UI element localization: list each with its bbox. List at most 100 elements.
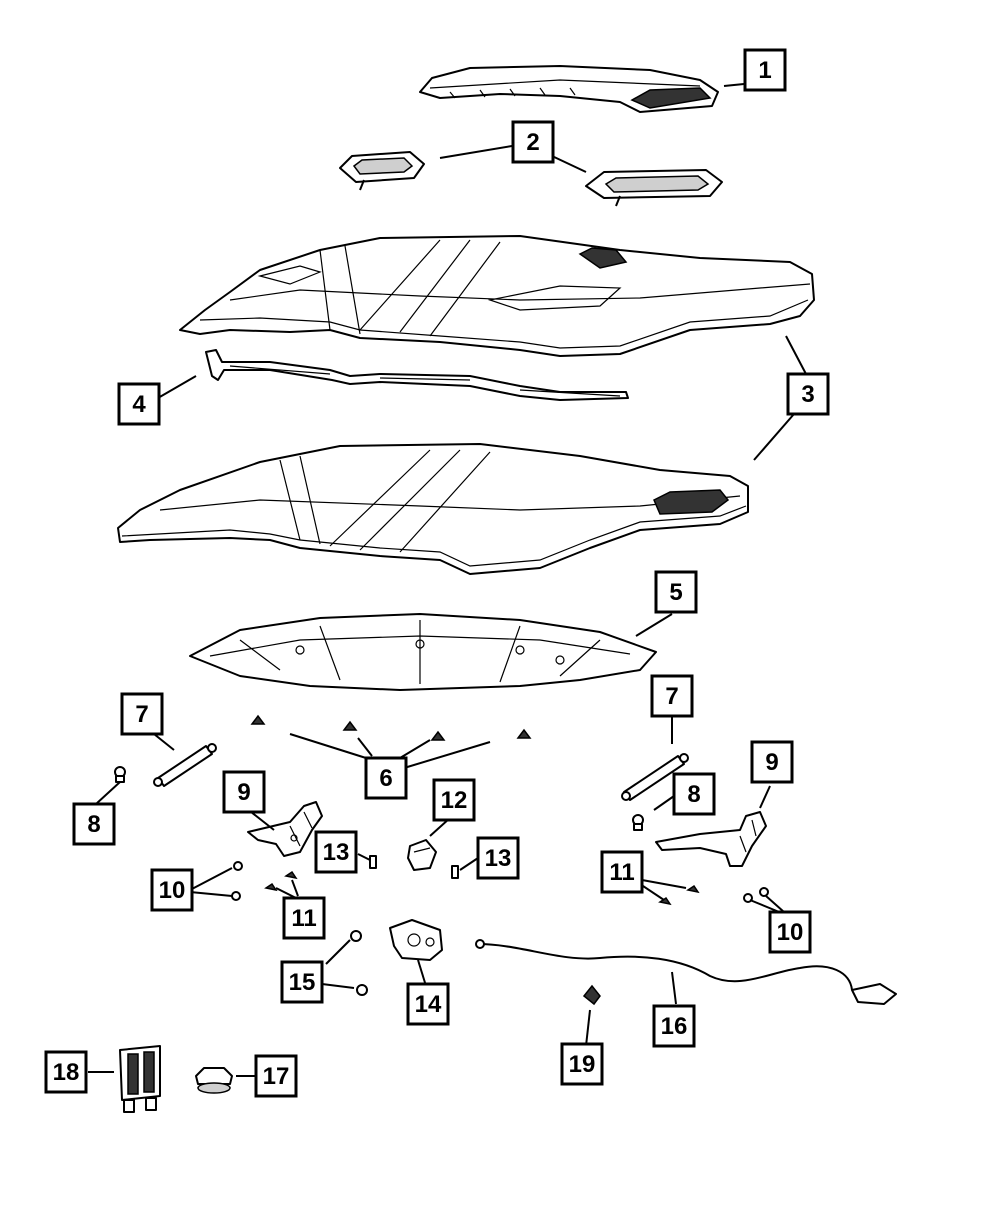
callout-9-right-text: 9 xyxy=(765,749,778,776)
part-14-hood-latch xyxy=(389,919,443,961)
callout-16-text: 16 xyxy=(661,1013,688,1040)
callout-18: 18 xyxy=(44,1050,88,1094)
callout-19-text: 19 xyxy=(569,1051,596,1078)
callout-13-right: 13 xyxy=(476,836,520,880)
leader-15a xyxy=(325,939,351,965)
part-8-ball-stud-left xyxy=(114,766,126,783)
part-2-vent-inserts xyxy=(339,151,723,207)
leader-13b xyxy=(459,857,479,871)
callout-3-text: 3 xyxy=(801,381,814,408)
callout-9-right: 9 xyxy=(750,740,794,784)
callout-2: 2 xyxy=(511,120,555,164)
leader-15b xyxy=(321,983,355,989)
leader-16 xyxy=(671,971,677,1005)
part-3-hood-lower xyxy=(117,443,749,575)
leader-1 xyxy=(723,83,745,87)
leader-14 xyxy=(417,959,427,987)
leader-6a xyxy=(289,733,367,759)
part-8-ball-stud-right xyxy=(632,814,644,831)
callout-15-text: 15 xyxy=(289,969,316,996)
callout-13-left-text: 13 xyxy=(323,839,350,866)
leader-8b xyxy=(653,795,675,811)
callout-14-text: 14 xyxy=(415,991,442,1018)
leader-19 xyxy=(585,1009,591,1047)
leader-lines xyxy=(88,83,807,1077)
callout-12: 12 xyxy=(432,778,476,822)
leader-10a xyxy=(189,867,233,891)
leader-11b xyxy=(291,879,299,897)
callout-17: 17 xyxy=(254,1054,298,1098)
callout-11-left-text: 11 xyxy=(291,905,316,932)
callout-11-right: 11 xyxy=(600,850,644,894)
leader-9b xyxy=(759,785,771,809)
callout-5: 5 xyxy=(654,570,698,614)
leader-11c xyxy=(639,883,665,901)
callout-7-left-text: 7 xyxy=(135,701,148,728)
part-13-screw-right xyxy=(451,865,459,879)
callout-10-left: 10 xyxy=(150,868,194,912)
part-9-hinge-right xyxy=(655,811,767,867)
part-9-hinge-left xyxy=(247,801,323,857)
leader-8a xyxy=(95,781,121,805)
leader-6b xyxy=(357,737,373,757)
leader-2b xyxy=(551,155,587,173)
callout-15: 15 xyxy=(280,960,324,1004)
leader-5 xyxy=(635,613,673,637)
part-11-bolts-right xyxy=(658,884,700,906)
part-1-hood-scoop xyxy=(419,65,719,113)
callout-7-right: 7 xyxy=(650,674,694,718)
part-13-screw-left xyxy=(369,855,377,869)
part-6-insulator-retainers xyxy=(250,714,532,741)
part-5-hood-insulator xyxy=(189,613,657,691)
callout-7-left: 7 xyxy=(120,692,164,736)
callout-6: 6 xyxy=(364,756,408,800)
part-7-lift-strut-left xyxy=(153,743,217,787)
callout-7-right-text: 7 xyxy=(665,683,678,710)
leader-4 xyxy=(157,375,197,399)
leader-13a xyxy=(357,853,371,861)
callout-10-left-text: 10 xyxy=(159,877,186,904)
callout-11-right-text: 11 xyxy=(609,859,634,886)
callout-9-left: 9 xyxy=(222,770,266,814)
part-16-release-cable xyxy=(475,939,897,1005)
part-15-bumpers xyxy=(350,930,368,996)
callout-6-text: 6 xyxy=(379,765,392,792)
part-11-bolts-left xyxy=(264,870,298,892)
part-3-hood-upper xyxy=(179,235,815,357)
leader-7a xyxy=(153,733,175,751)
part-7-lift-strut-right xyxy=(621,753,689,801)
callout-4-text: 4 xyxy=(132,391,146,418)
part-12-striker xyxy=(407,839,437,871)
callout-4: 4 xyxy=(117,382,161,426)
callout-12-text: 12 xyxy=(441,787,468,814)
callout-8-right: 8 xyxy=(672,772,716,816)
callout-19: 19 xyxy=(560,1042,604,1086)
leader-6d xyxy=(403,741,491,769)
callout-14: 14 xyxy=(406,982,450,1026)
leader-10c xyxy=(765,895,785,913)
callout-10-right-text: 10 xyxy=(777,919,804,946)
leader-3b xyxy=(753,413,795,461)
leader-6c xyxy=(399,739,431,759)
leader-11a xyxy=(275,887,297,899)
leader-10b xyxy=(189,891,233,897)
part-10-nuts-right xyxy=(743,887,769,903)
callout-18-text: 18 xyxy=(53,1059,80,1086)
callout-8-right-text: 8 xyxy=(687,781,700,808)
part-10-nuts-left xyxy=(231,861,243,901)
callout-8-left: 8 xyxy=(72,802,116,846)
callout-1-text: 1 xyxy=(758,57,771,84)
part-19-clip xyxy=(582,984,601,1006)
part-4-hood-seal xyxy=(205,349,629,401)
callout-5-text: 5 xyxy=(669,579,682,606)
callout-9-left-text: 9 xyxy=(237,779,250,806)
callout-16: 16 xyxy=(652,1004,696,1048)
callout-3: 3 xyxy=(786,372,830,416)
part-17-grommet xyxy=(195,1067,233,1094)
callout-13-left: 13 xyxy=(314,830,358,874)
callout-13-right-text: 13 xyxy=(485,845,512,872)
callout-17-text: 17 xyxy=(263,1063,290,1090)
callout-8-left-text: 8 xyxy=(87,811,100,838)
callout-10-right: 10 xyxy=(768,910,812,954)
